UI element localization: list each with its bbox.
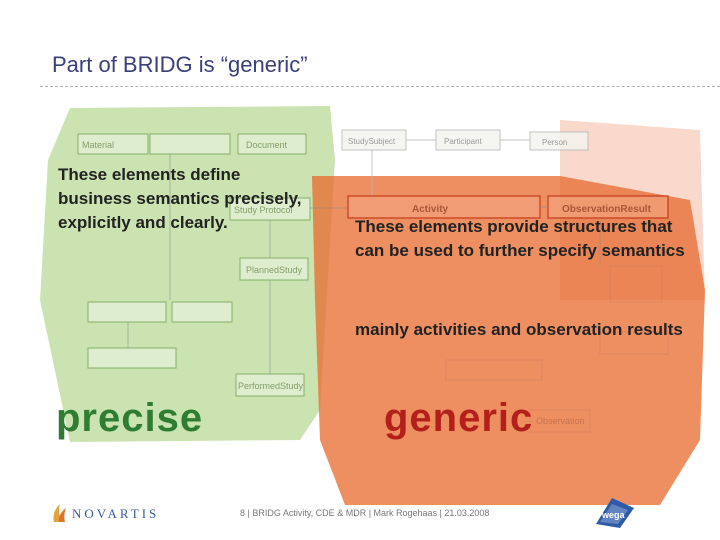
footer-text: 8 | BRIDG Activity, CDE & MDR | Mark Rog… [240,508,490,518]
diagram-box-role [149,133,231,155]
slide-title: Part of BRIDG is “generic” [52,52,308,77]
diagram-label-study-subject: StudySubject [348,137,396,146]
diagram-label-planned-study: PlannedStudy [246,265,303,275]
diagram-box-planned-study-cell [87,301,167,323]
wega-logo: wega [596,498,634,528]
diagram-label-material: Material [82,140,114,150]
title-divider [40,86,720,87]
diagram-label-performed-study: PerformedStudy [238,381,304,391]
diagram-box-planned-arm [171,301,233,323]
diagram-label-study-protocol: Study Protocol [234,205,293,215]
generic-label: generic [384,396,534,440]
green-note: These elements define business semantics… [58,165,302,232]
novartis-logo: NOVARTIS [72,506,160,521]
orange-region [312,176,705,505]
diagram-label-observation: Observation [536,416,585,426]
diagram-box-observation [529,409,591,433]
diagram-label-activity: Activity [412,204,449,215]
diagram-label-participant: Participant [444,137,483,146]
wega-logo-text: wega [601,510,626,520]
diagram-box-document [237,133,307,155]
diagram-box-performed-activity [445,359,543,381]
orange-note-activities: mainly activities and observation result… [355,320,683,339]
precise-label: precise [56,396,204,440]
diagram-label-person: Person [542,138,567,147]
diagram-box-planned-segment [87,347,177,369]
diagram-box-person [529,131,589,151]
diagram-label-document: Document [246,140,288,150]
diagram-box-performed-observation-result [599,331,669,355]
diagram-box-material [77,133,149,155]
orange-note-structures: These elements provide structures that c… [355,217,685,260]
diagram-box-result [609,265,663,303]
novartis-logo-icon [53,504,66,522]
diagram-label-observation-result: ObservationResult [562,204,652,215]
diagram-box-planned-study [239,257,309,281]
